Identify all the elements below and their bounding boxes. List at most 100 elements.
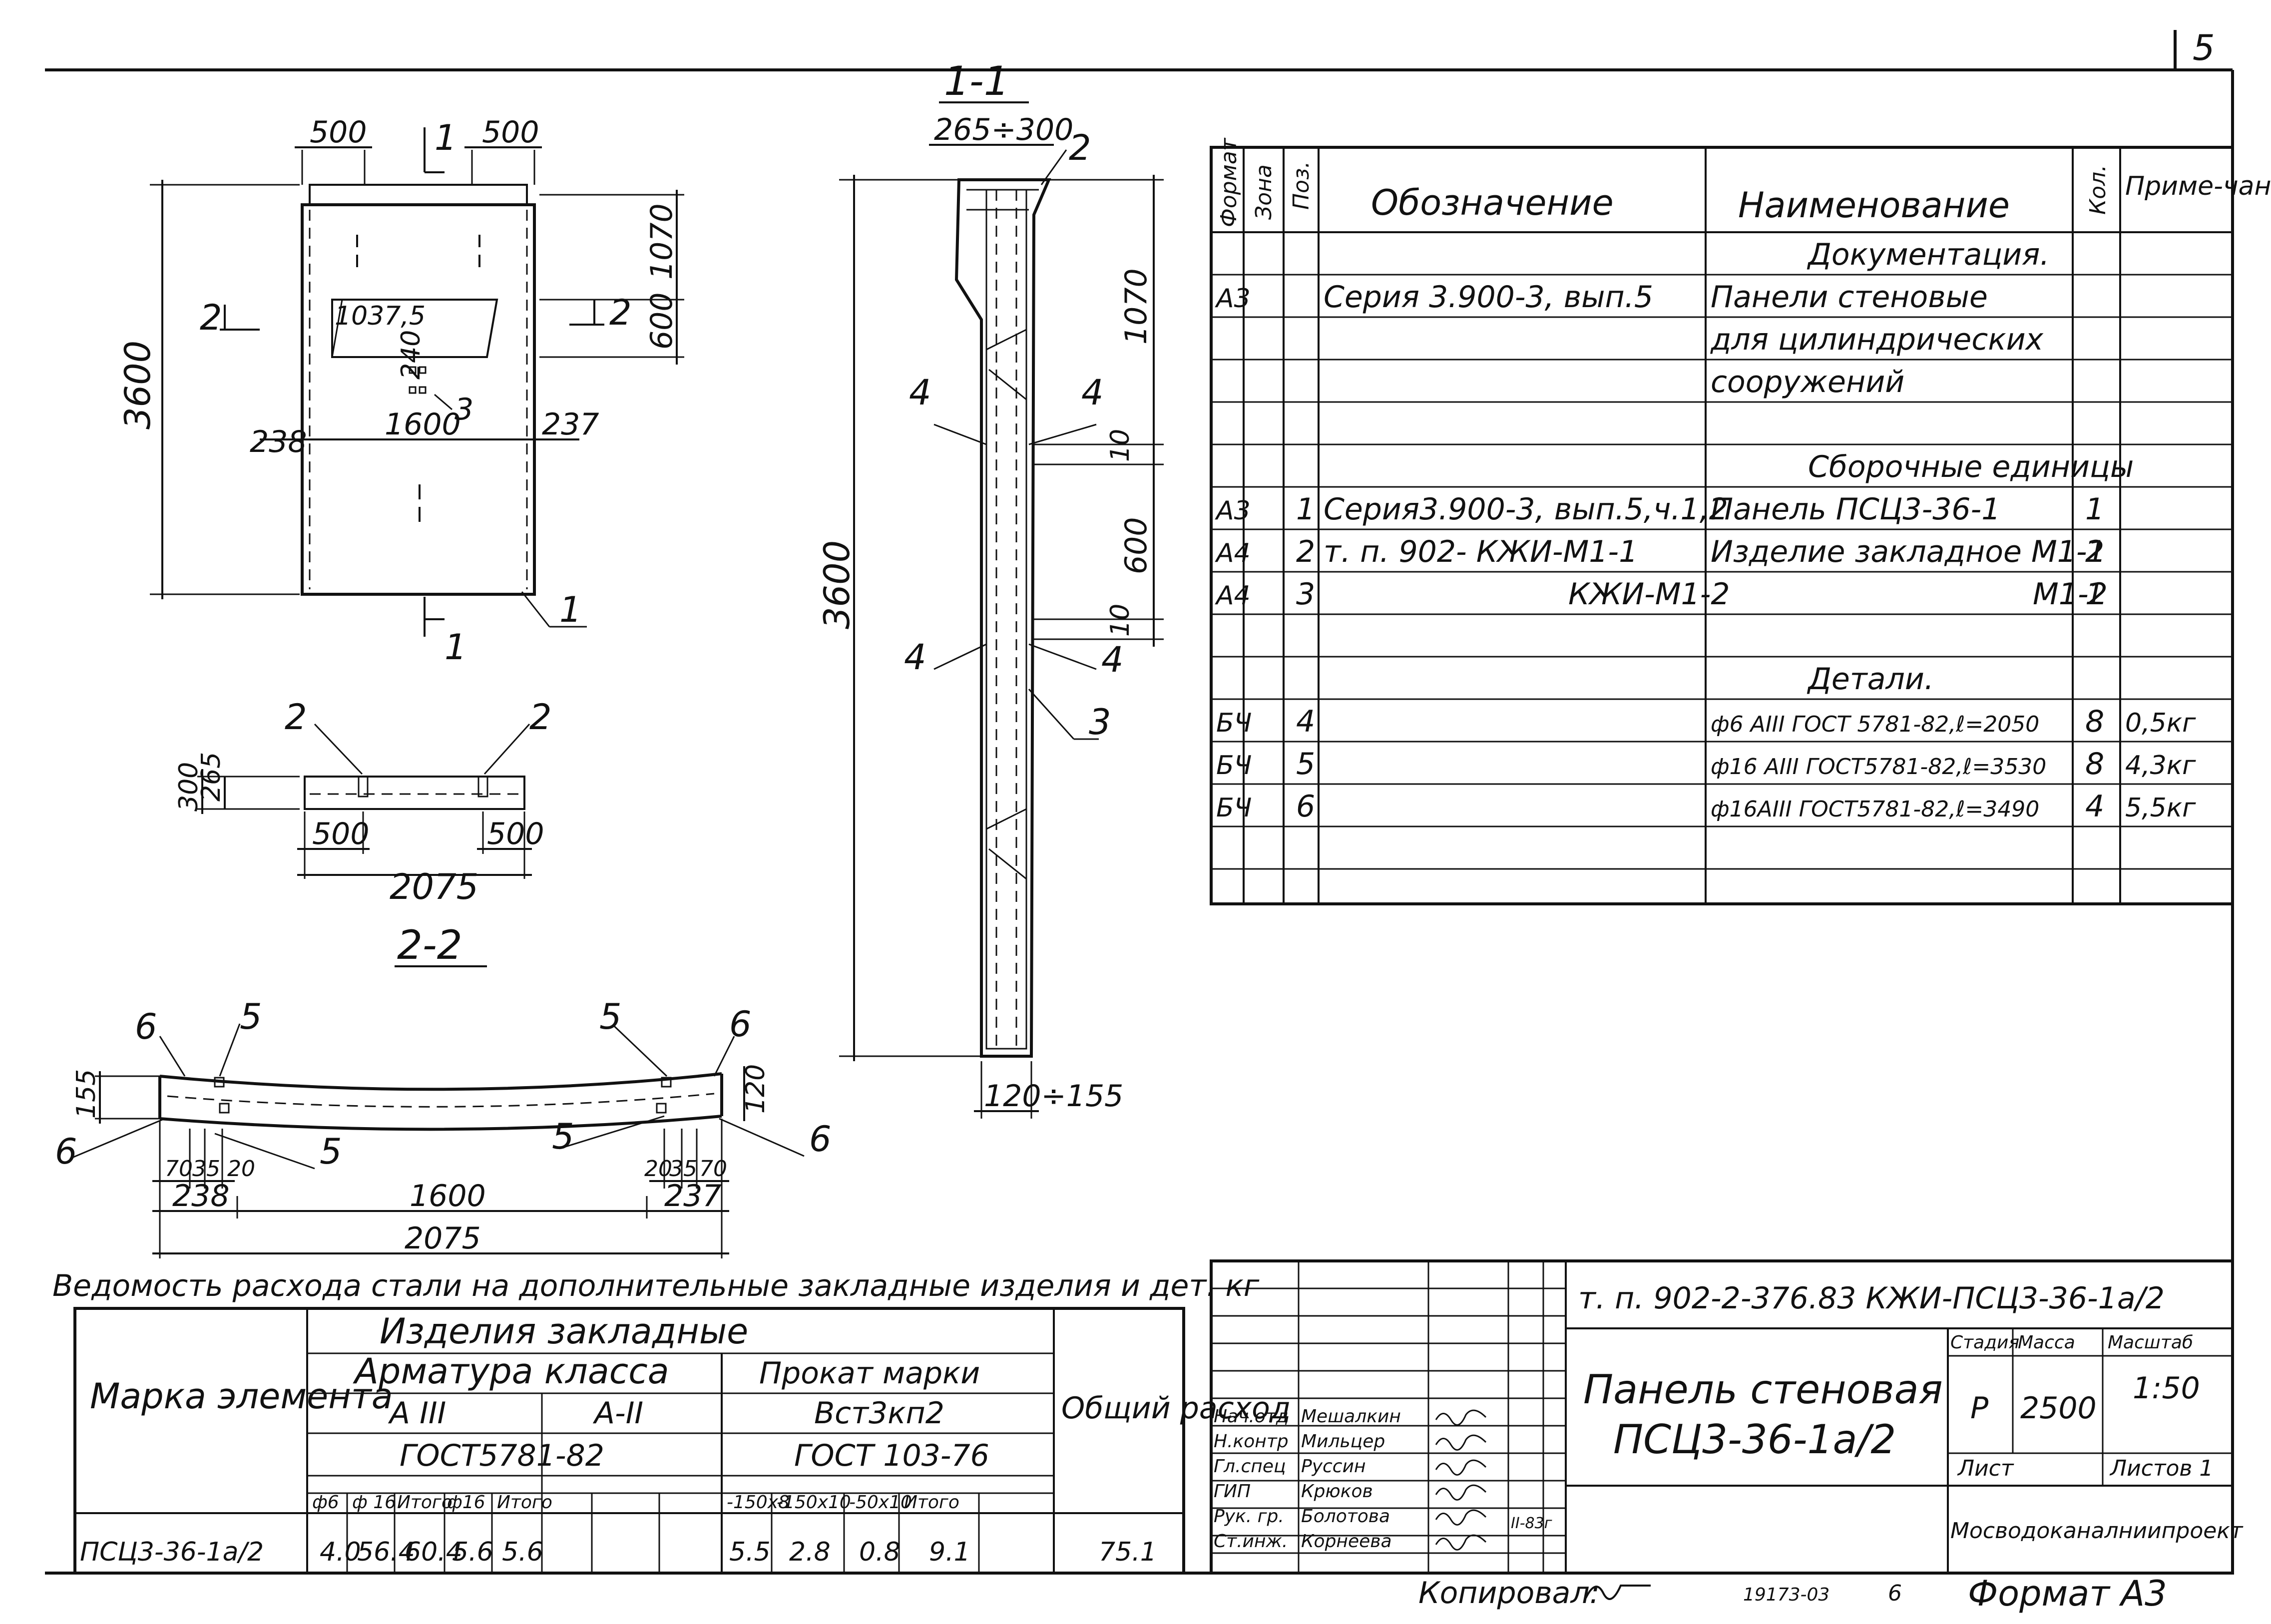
spec-row-pos: 6: [1296, 789, 1315, 824]
s11-dim-10-a: 10: [1105, 429, 1135, 462]
s11-callout-4-a: 4: [909, 372, 931, 413]
spec-row-name: Детали.: [1807, 662, 1934, 697]
steel-rolled: Прокат марки: [759, 1356, 980, 1391]
plan-dim-300: 300: [174, 762, 204, 812]
signature-mark: [1435, 1484, 1487, 1501]
title-block: т. п. 902-2-376.83 КЖИ-ПСЦ3-36-1а/2 Пане…: [1210, 1259, 2244, 1575]
tb-scale: 1:50: [2133, 1371, 2200, 1406]
s22-dim-1600: 1600: [410, 1179, 486, 1214]
steel-row-value: 2.8: [789, 1537, 831, 1567]
spec-h-note: Приме-чание: [2125, 171, 2271, 201]
signature-mark: [1435, 1434, 1487, 1451]
tb-person-role: Рук. гр.: [1214, 1506, 1284, 1527]
tb-stage: Р: [1970, 1391, 1989, 1426]
spec-h-pos: Поз.: [1289, 161, 1314, 210]
steel-col-header: ф 16: [352, 1492, 396, 1513]
spec-row-pos: 5: [1296, 747, 1315, 782]
tb-person-name: Мешалкин: [1301, 1406, 1401, 1427]
steel-row-value: 56.4: [357, 1537, 415, 1567]
plan-callout-2-right: 2: [529, 697, 552, 738]
footer-copied: Копировал:: [1418, 1576, 1600, 1611]
signature-mark: [1435, 1409, 1487, 1426]
steel-class-a3: А III: [388, 1396, 446, 1431]
elev-dim-bottom-left: 238: [250, 424, 307, 459]
steel-col-header: ф6: [312, 1492, 339, 1513]
s11-dim-bottom: 120÷155: [984, 1079, 1123, 1114]
plan-callout-2-left: 2: [285, 697, 307, 738]
s11-callout-4-b: 4: [1081, 372, 1104, 413]
spec-row-qty: 1: [2085, 577, 2104, 612]
tb-person-name: Крюков: [1301, 1481, 1373, 1502]
s22-dim-20-l: 20: [227, 1156, 255, 1182]
elev-cut2-left: 2: [200, 297, 222, 338]
tb-sheets-label: Листов 1: [2109, 1456, 2213, 1481]
steel-caption: Ведомость расхода стали на дополнительны…: [52, 1268, 1260, 1303]
spec-row-name: сооружений: [1711, 365, 1904, 400]
spec-row-qty: 8: [2085, 704, 2104, 739]
s22-dim-155: 155: [71, 1069, 101, 1119]
page-number: 5: [2193, 27, 2215, 68]
spec-row-format: БЧ: [1216, 751, 1252, 781]
spec-row-note: 5,5кг: [2125, 793, 2196, 823]
tb-code: т. п. 902-2-376.83 КЖИ-ПСЦ3-36-1а/2: [1578, 1281, 2165, 1316]
plan-dim-500-right: 500: [487, 816, 544, 851]
s22-callout-5-tl: 5: [240, 996, 262, 1037]
spec-row-pos: 1: [1296, 492, 1315, 527]
spec-row-qty: 1: [2085, 492, 2104, 527]
spec-row-note: 4,3кг: [2125, 751, 2196, 781]
spec-h-designation: Обозначение: [1371, 182, 1614, 223]
spec-row-format: А4: [1215, 538, 1251, 568]
steel-row-value: 5.5: [729, 1537, 771, 1567]
spec-row-format: А3: [1215, 496, 1251, 526]
elev-cut-top-label: 1: [435, 117, 457, 158]
spec-h-qty: Кол.: [2085, 165, 2111, 215]
plan-dim-265: 265: [196, 752, 226, 802]
spec-row-designation: т. п. 902- КЖИ-М1-1: [1324, 534, 1638, 569]
elev-dim-top-left: 500: [310, 115, 367, 150]
tb-date: II-83г: [1511, 1515, 1552, 1532]
s22-dim-35-r: 35: [669, 1156, 697, 1182]
signature-mark: [1435, 1534, 1487, 1551]
s11-callout-3: 3: [1089, 702, 1111, 743]
steel-col-header: -150х10: [777, 1492, 851, 1513]
s11-dim-600: 600: [1119, 517, 1154, 574]
steel-row-value: 0.8: [859, 1537, 901, 1567]
footer: Копировал: 19173-03 6 Формат А3: [1418, 1573, 2167, 1614]
footer-format: Формат А3: [1968, 1573, 2167, 1614]
tb-scale-label: Масштаб: [2108, 1332, 2193, 1353]
s22-dim-2075: 2075: [405, 1221, 481, 1256]
spec-row-name: Сборочные единицы: [1808, 449, 2134, 484]
steel-rebar: Арматура класса: [353, 1351, 669, 1392]
s22-callout-5-bl: 5: [320, 1131, 342, 1172]
steel-col-header: ф16: [447, 1492, 485, 1513]
steel-col-header: -50х10: [849, 1492, 912, 1513]
spec-row-format: А4: [1215, 581, 1251, 611]
spec-h-format: Формат: [1216, 137, 1242, 227]
s22-callout-6-tr: 6: [729, 1004, 752, 1045]
copier-signature: [1585, 1585, 1651, 1600]
elev-dim-top-right: 500: [482, 115, 539, 150]
plan-dim-2075: 2075: [390, 866, 478, 907]
tb-person-name: Мильцер: [1301, 1431, 1385, 1452]
spec-row-format: БЧ: [1216, 708, 1252, 738]
s22-dim-238: 238: [172, 1179, 230, 1214]
spec-row-pos: 4: [1296, 704, 1315, 739]
elev-callout-1: 1: [559, 589, 582, 630]
steel-row-value: 9.1: [929, 1537, 970, 1567]
steel-row-value: 4.0: [320, 1537, 361, 1567]
signature-mark: [1435, 1509, 1487, 1526]
elev-dim-bottom-right: 237: [542, 407, 599, 442]
steel-gost-rebar: ГОСТ5781-82: [400, 1438, 604, 1473]
tb-stage-label: Стадия: [1950, 1332, 2019, 1353]
elev-callout-3: 3: [454, 392, 473, 427]
s22-callout-5-tr: 5: [599, 996, 622, 1037]
steel-group: Изделия закладные: [380, 1311, 748, 1352]
tb-person-role: Ст.инж.: [1214, 1531, 1288, 1552]
steel-col-header: Итого: [904, 1492, 959, 1513]
elev-dim-upper: 1070: [644, 203, 679, 280]
s11-dim-10-b: 10: [1105, 604, 1135, 637]
